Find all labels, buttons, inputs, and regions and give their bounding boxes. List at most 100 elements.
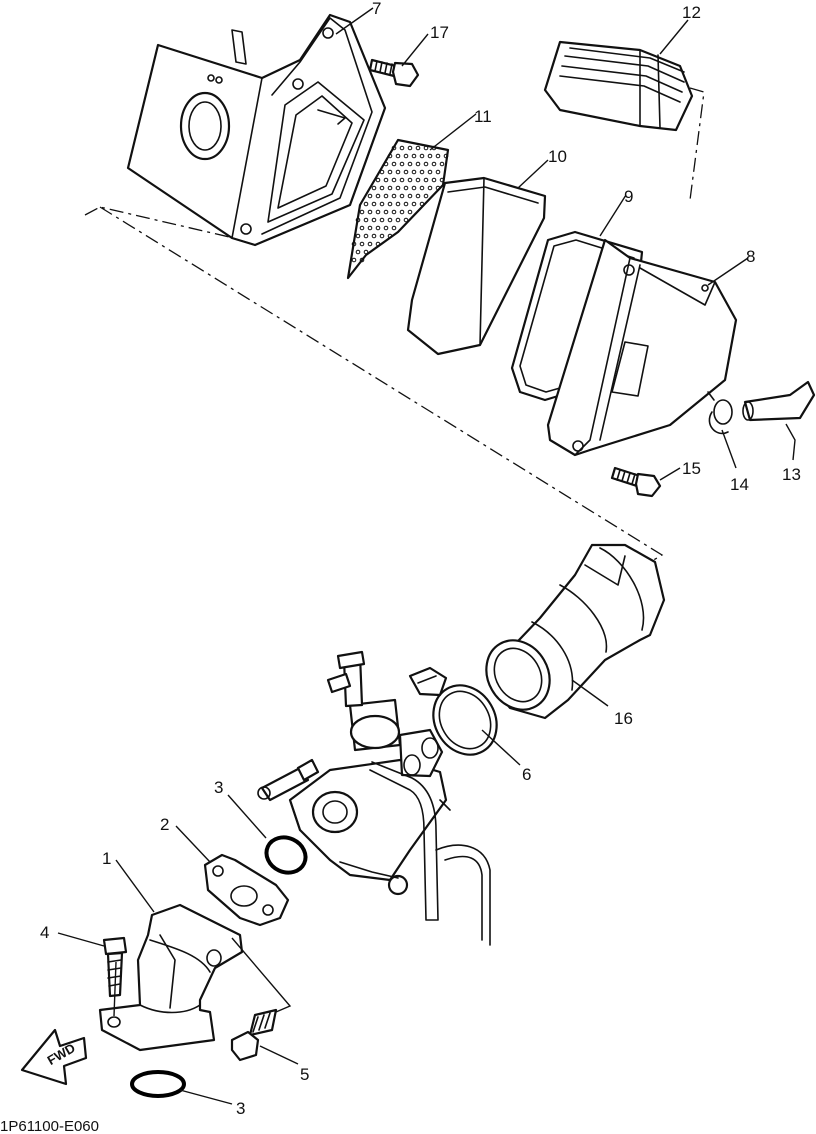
air-cleaner-case xyxy=(126,13,387,247)
mesh-hole xyxy=(387,153,393,159)
mesh-hole xyxy=(367,241,373,247)
callout-13: 13 xyxy=(782,465,801,484)
mesh-hole xyxy=(367,193,373,199)
callout-8: 8 xyxy=(746,247,755,266)
bolt-5 xyxy=(230,1008,278,1062)
forward-direction-indicator: FWD xyxy=(20,1028,88,1086)
mesh-hole xyxy=(363,201,369,207)
mesh-hole xyxy=(383,209,389,215)
mesh-hole xyxy=(415,145,421,151)
mesh-hole xyxy=(375,225,381,231)
callout-10: 10 xyxy=(548,147,567,166)
bolt-15 xyxy=(610,466,662,498)
mesh-hole xyxy=(395,217,401,223)
mesh-hole xyxy=(363,233,369,239)
mesh-hole xyxy=(359,225,365,231)
mesh-hole xyxy=(419,153,425,159)
mesh-hole xyxy=(411,153,417,159)
mesh-hole xyxy=(387,185,393,191)
mesh-hole xyxy=(375,241,381,247)
callout-7: 7 xyxy=(372,0,381,18)
mesh-hole xyxy=(431,177,437,183)
mesh-hole xyxy=(399,145,405,151)
mesh-hole xyxy=(383,225,389,231)
mesh-hole xyxy=(379,233,385,239)
mesh-hole xyxy=(415,161,421,167)
mesh-hole xyxy=(395,153,401,159)
mesh-hole xyxy=(427,153,433,159)
mesh-hole xyxy=(399,193,405,199)
mesh-hole xyxy=(407,193,413,199)
mesh-hole xyxy=(371,201,377,207)
mesh-hole xyxy=(395,201,401,207)
callout-4: 4 xyxy=(40,923,49,942)
mesh-hole xyxy=(375,193,381,199)
mesh-hole xyxy=(355,217,361,223)
mesh-hole xyxy=(387,233,393,239)
callout-3-lower: 3 xyxy=(236,1099,245,1118)
callout-17: 17 xyxy=(430,23,449,42)
mesh-hole xyxy=(351,241,357,247)
mesh-hole xyxy=(407,145,413,151)
mesh-hole xyxy=(379,217,385,223)
callout-leader-lines xyxy=(57,7,796,1105)
mesh-hole xyxy=(427,185,433,191)
mesh-hole xyxy=(419,169,425,175)
mesh-hole xyxy=(407,177,413,183)
mesh-hole xyxy=(443,153,449,159)
mesh-hole xyxy=(403,201,409,207)
hose-clip xyxy=(707,391,733,435)
mesh-hole xyxy=(415,193,421,199)
callout-numbers: 7 17 12 11 10 9 8 13 14 15 16 6 3 2 1 4 … xyxy=(40,0,801,1118)
mesh-hole xyxy=(411,201,417,207)
mesh-hole xyxy=(403,185,409,191)
mesh-hole xyxy=(355,233,361,239)
carburetor-joint xyxy=(485,543,666,720)
intake-duct xyxy=(543,40,694,132)
mesh-hole xyxy=(387,169,393,175)
callout-9: 9 xyxy=(624,187,633,206)
mesh-hole xyxy=(423,177,429,183)
mesh-hole xyxy=(375,209,381,215)
mesh-hole xyxy=(367,209,373,215)
mesh-hole xyxy=(379,201,385,207)
mesh-hole xyxy=(383,161,389,167)
mesh-hole xyxy=(439,177,445,183)
mesh-hole xyxy=(375,177,381,183)
mesh-hole xyxy=(411,169,417,175)
mesh-hole xyxy=(391,209,397,215)
diagram-code: 1P61100-E060 xyxy=(0,1118,99,1134)
mesh-hole xyxy=(359,257,365,263)
mesh-hole xyxy=(419,185,425,191)
mesh-hole xyxy=(387,201,393,207)
callout-16: 16 xyxy=(614,709,633,728)
mesh-hole xyxy=(387,217,393,223)
mesh-hole xyxy=(435,169,441,175)
mesh-hole xyxy=(355,249,361,255)
o-ring-lower xyxy=(130,1070,186,1098)
insulator xyxy=(203,853,290,927)
mesh-hole xyxy=(415,177,421,183)
o-ring-upper xyxy=(264,835,308,875)
callout-11: 11 xyxy=(474,107,492,126)
mesh-hole xyxy=(435,185,441,191)
mesh-hole xyxy=(427,169,433,175)
mesh-hole xyxy=(403,169,409,175)
mesh-hole xyxy=(403,153,409,159)
carburetor xyxy=(257,650,491,946)
mesh-hole xyxy=(391,193,397,199)
mesh-hole xyxy=(371,217,377,223)
callout-15: 15 xyxy=(682,459,701,478)
mesh-hole xyxy=(411,185,417,191)
intake-manifold xyxy=(98,903,244,1052)
mesh-hole xyxy=(379,169,385,175)
breather-pipe xyxy=(742,380,816,422)
mesh-hole xyxy=(359,209,365,215)
mesh-hole xyxy=(439,161,445,167)
mesh-hole xyxy=(435,153,441,159)
mesh-hole xyxy=(371,233,377,239)
mesh-hole xyxy=(371,185,377,191)
mesh-hole xyxy=(399,161,405,167)
callout-14: 14 xyxy=(730,475,749,494)
callout-1: 1 xyxy=(102,849,111,868)
